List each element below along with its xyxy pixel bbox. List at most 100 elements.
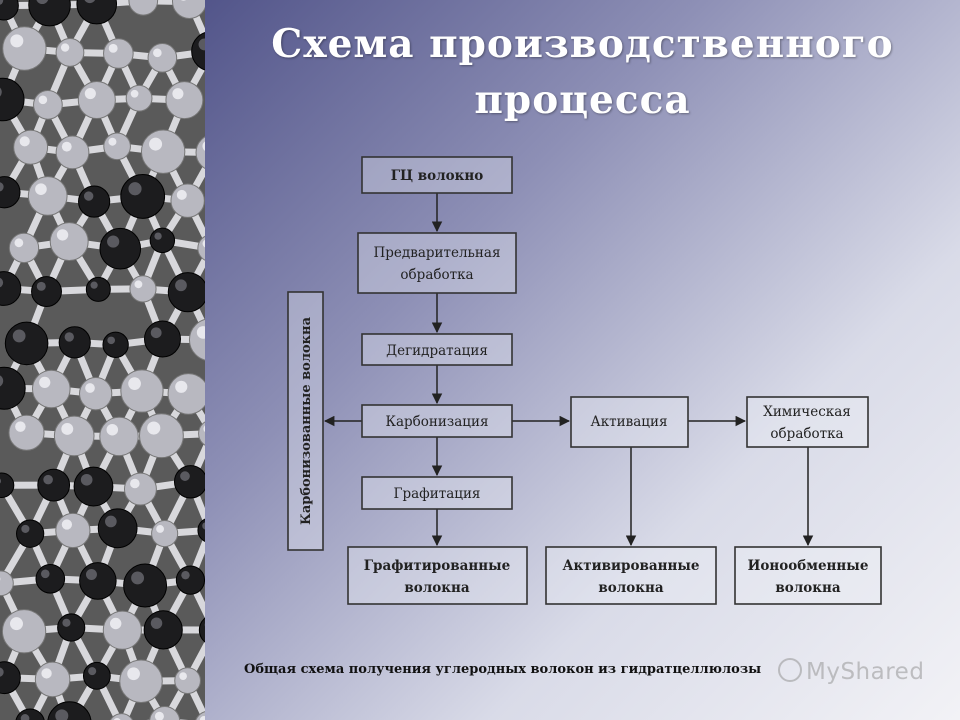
molecular-atom-highlight — [153, 48, 162, 58]
molecular-atom-highlight — [85, 569, 97, 581]
molecular-atom-highlight — [20, 714, 30, 720]
molecular-atom — [0, 366, 26, 410]
box-activation: Активация — [570, 396, 689, 448]
molecular-atom-highlight — [39, 376, 51, 389]
molecular-atom-highlight — [202, 239, 205, 248]
box-chemical-treatment: Химическая обработка — [746, 396, 869, 448]
molecular-atom-highlight — [107, 235, 120, 248]
molecular-atom-highlight — [130, 89, 139, 98]
molecular-atom — [76, 0, 118, 25]
molecular-atom-highlight — [83, 191, 94, 201]
molecular-atom-highlight — [88, 667, 97, 676]
molecular-atom-highlight — [180, 0, 187, 1]
box-activated-label-1: Активированные — [563, 558, 700, 574]
box-gc-fiber-label: ГЦ волокно — [391, 168, 484, 184]
molecular-atom-highlight — [109, 617, 122, 630]
box-dehydration-label: Дегидратация — [386, 343, 488, 359]
molecular-atom-highlight — [198, 38, 205, 51]
molecular-atom — [0, 661, 21, 695]
molecular-atom — [198, 617, 205, 643]
box-carbonization-label: Карбонизация — [386, 414, 489, 430]
molecular-atom — [0, 176, 21, 209]
molecular-atom-highlight — [127, 667, 140, 681]
molecular-atom-highlight — [61, 519, 73, 530]
molecular-atom-highlight — [172, 88, 184, 100]
box-ion-exchange-label-2: волокна — [775, 580, 841, 596]
molecular-atom-highlight — [80, 473, 93, 486]
figure-caption: Общая схема получения углеродных волокон… — [244, 662, 762, 677]
molecular-atom-highlight — [10, 34, 24, 48]
molecular-atom-highlight — [21, 524, 30, 534]
title-line-1: Схема производственного — [271, 21, 894, 67]
molecular-atom-highlight — [35, 183, 47, 195]
molecular-atom — [0, 0, 19, 21]
box-pretreatment-label-1: Предварительная — [374, 245, 501, 261]
molecular-atom-highlight — [147, 421, 161, 435]
title-line-2: процесса — [474, 77, 691, 123]
molecular-atom-highlight — [176, 189, 187, 200]
molecular-atom-highlight — [14, 238, 24, 248]
molecular-atom-highlight — [0, 0, 4, 5]
molecular-atom-highlight — [12, 329, 26, 343]
molecular-atom-highlight — [149, 137, 163, 151]
molecular-atom-highlight — [150, 327, 162, 339]
molecular-atom-highlight — [0, 375, 4, 387]
molecular-atom-highlight — [128, 182, 142, 196]
molecular-atom-highlight — [175, 380, 188, 393]
molecular-atom-highlight — [60, 43, 70, 52]
molecular-atom-highlight — [131, 571, 145, 585]
box-chemical-label-1: Химическая — [763, 404, 851, 420]
molecular-atom-highlight — [0, 667, 4, 677]
page-title: Схема производственного процесса — [205, 16, 960, 128]
molecular-atom-highlight — [181, 570, 190, 580]
box-activated-fibers: Активированные волокна — [545, 546, 717, 605]
molecular-atom-highlight — [128, 377, 141, 390]
molecular-atom-highlight — [90, 281, 98, 289]
molecular-atom-highlight — [55, 709, 69, 720]
watermark-logo-icon — [778, 658, 802, 682]
watermark-text: MyShared — [806, 659, 925, 685]
molecular-atom-highlight — [203, 425, 205, 433]
box-activated-label-2: волокна — [598, 580, 664, 596]
molecular-atom-highlight — [61, 423, 74, 435]
box-carbonization: Карбонизация — [361, 404, 513, 438]
molecular-atom-highlight — [179, 672, 187, 680]
molecular-atom-highlight — [56, 229, 69, 241]
box-carbonized-fibers: Карбонизованные волокна — [287, 291, 324, 551]
molecular-atom-highlight — [62, 618, 71, 627]
molecular-atom-highlight — [180, 471, 190, 481]
molecular-atom-highlight — [84, 87, 96, 100]
molecular-atom-highlight — [40, 569, 50, 579]
box-activation-label: Активация — [591, 414, 668, 430]
molecular-atom-highlight — [202, 522, 205, 530]
box-dehydration: Дегидратация — [361, 333, 513, 366]
molecular-atom-highlight — [15, 421, 26, 432]
molecular-atom-highlight — [0, 182, 4, 192]
molecular-atom-highlight — [36, 0, 49, 5]
molecular-atom-highlight — [202, 141, 205, 151]
molecular-atom-highlight — [134, 280, 143, 289]
molecular-atom-highlight — [196, 326, 205, 339]
molecular-atom-highlight — [105, 515, 117, 528]
box-ion-exchange-label-1: Ионообменные — [748, 558, 869, 574]
molecular-atom — [172, 0, 205, 19]
molecular-atom-highlight — [0, 87, 2, 97]
molecular-atom-highlight — [107, 336, 115, 345]
molecular-atom-highlight — [41, 668, 52, 679]
molecular-atom-highlight — [199, 716, 205, 720]
box-graphitized-label-2: волокна — [404, 580, 470, 596]
box-graphitized-label-1: Графитированные — [364, 558, 511, 574]
molecular-atom-highlight — [61, 141, 72, 152]
molecular-atom-highlight — [10, 617, 23, 631]
molecular-atom-highlight — [154, 232, 162, 240]
molecular-atom-highlight — [150, 617, 163, 629]
box-carbonized-label: Карбонизованные волокна — [299, 316, 314, 525]
box-ion-exchange-fibers: Ионообменные волокна — [734, 546, 882, 605]
molecular-atom — [198, 421, 205, 446]
box-graphitized-fibers: Графитированные волокна — [347, 546, 528, 605]
molecular-atom-highlight — [175, 279, 187, 292]
box-pretreatment: Предварительная обработка — [357, 232, 517, 294]
molecular-atom-highlight — [38, 95, 48, 105]
box-chemical-label-2: обработка — [770, 426, 843, 442]
